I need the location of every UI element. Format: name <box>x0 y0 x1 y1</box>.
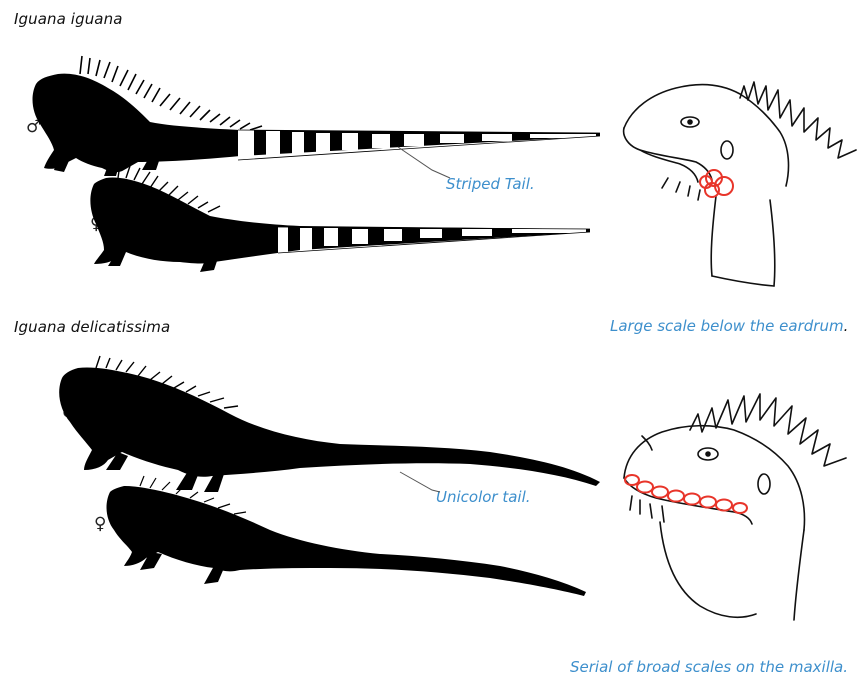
striped-tail-leader-line <box>398 147 450 178</box>
iguana-delicatissima-male-silhouette <box>59 356 600 492</box>
eardrum-scale-highlight <box>700 170 733 197</box>
unicolor-tail-leader-line <box>400 472 440 492</box>
iguana-delicatissima-female-silhouette <box>107 476 586 596</box>
iguana-iguana-head-drawing <box>624 82 856 286</box>
iguana-delicatissima-head-drawing <box>624 394 846 620</box>
iguana-iguana-female-silhouette <box>90 164 590 272</box>
iguana-iguana-male-silhouette <box>33 56 600 176</box>
